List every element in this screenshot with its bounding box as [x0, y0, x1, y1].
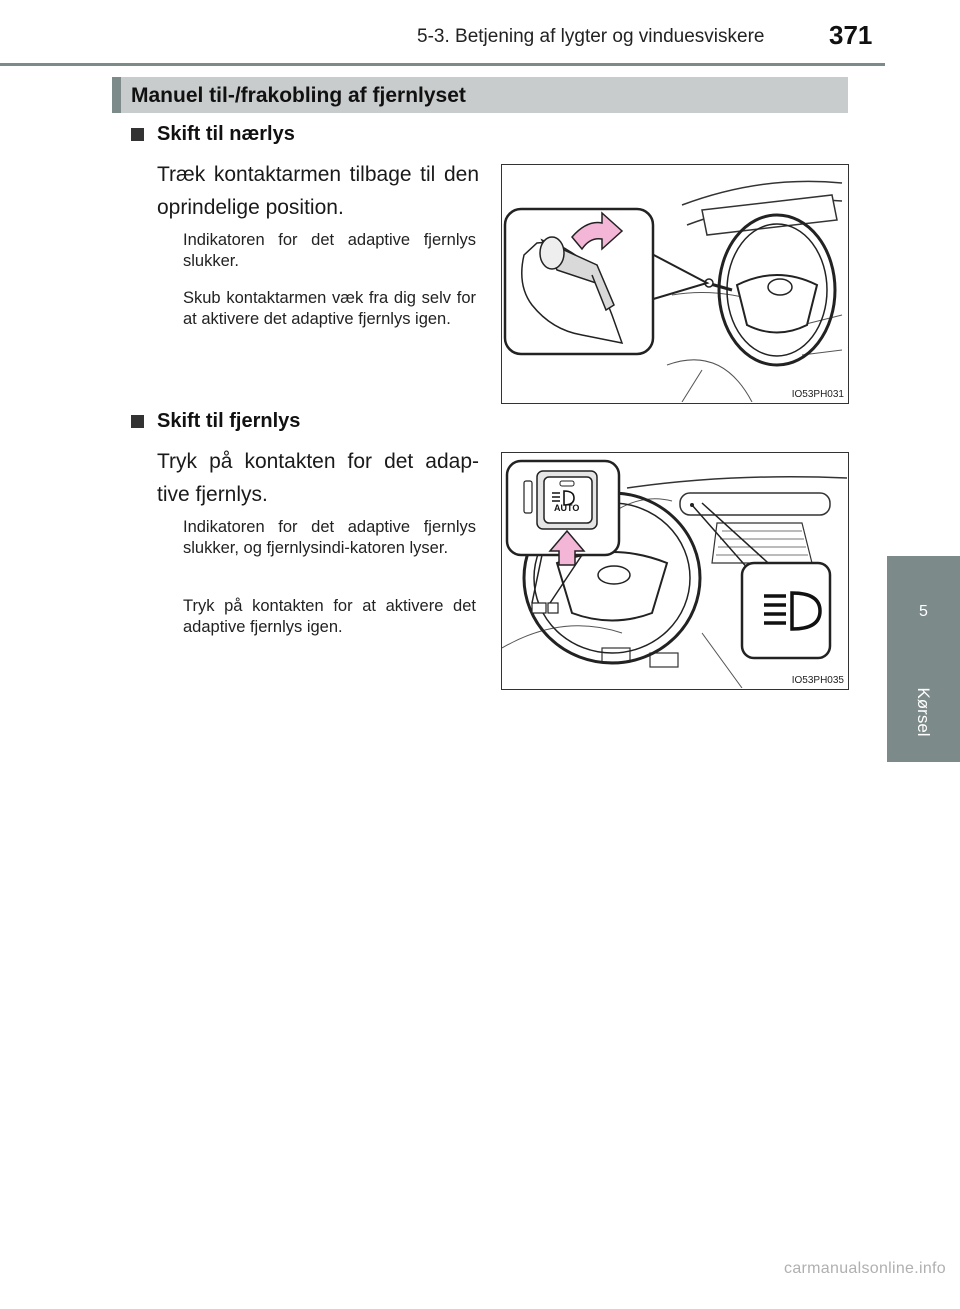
chapter-number: 5 — [919, 603, 928, 620]
section-title: Manuel til-/frakobling af fjernlyset — [131, 84, 466, 107]
high-beam-icon — [790, 591, 822, 631]
lever-illustration — [503, 180, 843, 403]
press-arrow-icon — [548, 529, 586, 566]
subheading-high-beam: Skift til fjernlys — [157, 410, 301, 432]
header-rule — [0, 63, 885, 66]
subheading-low-beam: Skift til nærlys — [157, 123, 295, 145]
instruction-low-beam: Træk kontaktarmen tilbage til den oprind… — [157, 163, 479, 219]
page-number: 371 — [829, 20, 873, 50]
bullet-square-icon — [131, 128, 144, 141]
bullet-square-icon — [131, 415, 144, 428]
chapter-label-text: Kørsel — [914, 687, 933, 737]
figure-code: IO53PH035 — [791, 675, 844, 686]
watermark: carmanualsonline.info — [784, 1260, 946, 1277]
running-header: 5-3. Betjening af lygter og vinduesviske… — [417, 26, 765, 47]
section-bar-accent — [112, 77, 121, 113]
figure-switch-press: AUTO IO53PH035 — [501, 452, 849, 690]
switch-illustration — [502, 459, 848, 689]
instruction-high-beam: Tryk på kontakten for det adap-tive fjer… — [157, 450, 479, 506]
figure-code: IO53PH031 — [791, 389, 844, 400]
auto-switch-label: AUTO — [554, 503, 580, 513]
figure-lever-pull: IO53PH031 — [501, 164, 849, 404]
chapter-label: Kørsel — [890, 682, 956, 742]
note-high-beam-1: Indikatoren for det adaptive fjernlys sl… — [183, 518, 476, 557]
section-bar — [112, 77, 848, 113]
note-high-beam-2: Tryk på kontakten for at aktivere det ad… — [183, 597, 476, 636]
note-low-beam-1: Indikatoren for det adaptive fjernlys sl… — [183, 231, 476, 270]
pull-arrow-icon — [571, 211, 624, 251]
note-low-beam-2: Skub kontaktarmen væk fra dig selv for a… — [183, 289, 476, 328]
chapter-tab: 5 Kørsel — [887, 556, 960, 762]
